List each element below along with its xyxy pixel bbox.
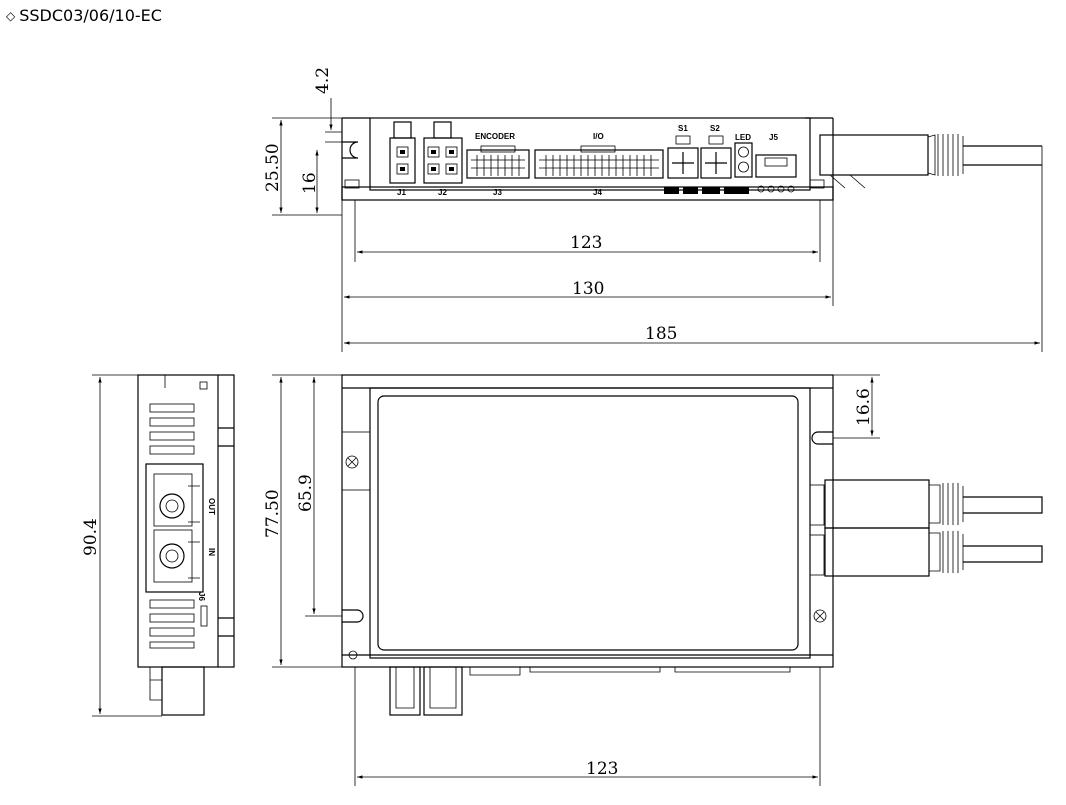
- top-slot-left: [342, 141, 359, 159]
- j2-latch: [433, 121, 452, 139]
- label-out: OUT: [207, 498, 216, 515]
- s2-switch: [700, 147, 732, 179]
- j1-connector: [389, 137, 416, 184]
- front-slot-right: [811, 431, 833, 445]
- model-title: SSDC03/06/10-EC: [19, 6, 162, 25]
- front-view: [341, 374, 1043, 716]
- top-cable: [963, 145, 1042, 166]
- front-view-dimensions: 77.50 65.9 16.6 123: [263, 374, 880, 786]
- j5-connector: [755, 154, 797, 178]
- dim-front-hole-offset: 16.6: [854, 388, 874, 426]
- label-j3: J3: [493, 188, 502, 197]
- dim-top-width-mounting: 130: [572, 279, 604, 299]
- label-j4: J4: [593, 188, 602, 197]
- dim-top-offset: 4.2: [313, 67, 333, 94]
- side-outline: [137, 374, 235, 668]
- label-led: LED: [735, 133, 751, 142]
- dim-side-height: 90.4: [81, 518, 101, 556]
- front-cables: [963, 496, 1043, 563]
- diamond-bullet-icon: ◇: [6, 9, 16, 23]
- front-slot-left: [342, 609, 364, 623]
- dim-top-width-overall: 185: [645, 324, 677, 344]
- label-in: IN: [207, 548, 216, 556]
- top-base-plate: [341, 186, 834, 201]
- side-view: OUT IN J6: [137, 374, 235, 716]
- side-bottom-connector: [161, 666, 205, 716]
- j2-connector: [423, 137, 463, 184]
- label-j6: J6: [197, 592, 206, 601]
- led-indicator: [734, 142, 753, 178]
- label-j1: J1: [397, 188, 406, 197]
- front-bottom-j1: [389, 666, 421, 716]
- dim-front-width: 123: [586, 759, 618, 779]
- label-j5: J5: [769, 133, 778, 142]
- front-gland-lower: [824, 527, 930, 577]
- label-s2: S2: [710, 124, 720, 133]
- s1-switch: [667, 147, 699, 179]
- label-j2: J2: [438, 188, 447, 197]
- top-view: ENCODER I/O S1 S2 LED J5 J1 J2 J3 J4: [341, 117, 1042, 201]
- j4-io-connector: [534, 149, 664, 179]
- front-body: [369, 387, 811, 659]
- side-connector-block: [145, 463, 204, 593]
- front-bottom-j2: [423, 666, 463, 716]
- drawing-title: ◇SSDC03/06/10-EC: [6, 6, 162, 25]
- front-cover-panel: [377, 395, 799, 651]
- label-s1: S1: [678, 124, 688, 133]
- top-cable-gland: [819, 134, 929, 176]
- dim-front-height: 77.50: [263, 489, 283, 538]
- j1-latch: [393, 121, 412, 139]
- dim-front-hole-spacing: 65.9: [296, 474, 316, 512]
- screw-icon: [813, 609, 827, 623]
- side-view-dimensions: 90.4: [81, 374, 162, 717]
- top-foot-left: [344, 179, 360, 189]
- front-outline: [341, 374, 834, 668]
- label-io: I/O: [593, 132, 604, 141]
- dim-top-inner: 16: [300, 172, 320, 194]
- j3-encoder-connector: [466, 149, 530, 179]
- top-mounting-ears: [341, 117, 834, 200]
- screw-icon: [345, 455, 359, 469]
- dim-top-width: 123: [570, 233, 602, 253]
- label-encoder: ENCODER: [475, 132, 515, 141]
- top-view-dimensions: 25.50 4.2 16 123 130 185: [263, 67, 1043, 352]
- front-gland-upper: [824, 479, 930, 529]
- dim-top-height: 25.50: [263, 143, 283, 192]
- top-body: [369, 117, 811, 191]
